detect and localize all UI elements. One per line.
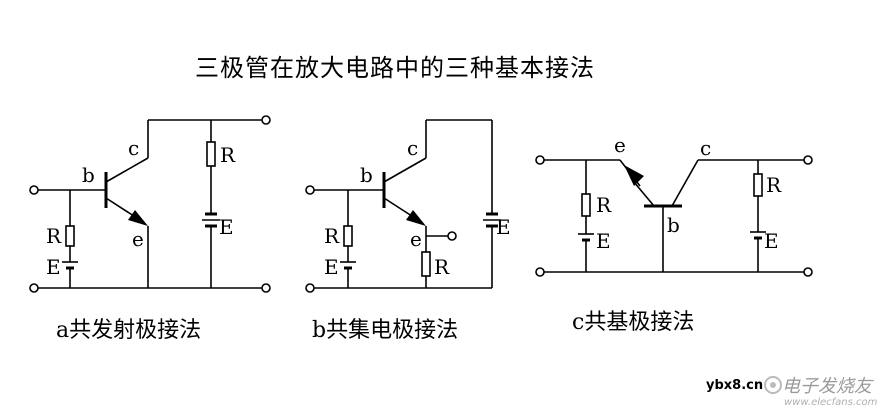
terminal-c-out-bottom (803, 267, 813, 277)
terminal-b-in-bottom (305, 283, 315, 293)
resistor-b-emitter (421, 251, 431, 277)
label-a-emitter: e (132, 227, 144, 251)
resistor-b-left (343, 225, 353, 247)
label-c-base: b (667, 213, 680, 237)
resistor-c-left (581, 193, 591, 217)
resistor-a-right (206, 141, 216, 167)
label-b-r2: R (434, 255, 450, 279)
terminal-c-in-top (535, 155, 545, 165)
resistor-a-left (65, 225, 75, 247)
label-a-r1: R (46, 224, 62, 248)
watermark-site: ybx8.cn (706, 378, 764, 393)
watermark-brand: 电子发烧友 (782, 376, 872, 397)
emitter-arrow-c (624, 165, 644, 186)
terminal-c-in-bottom (535, 267, 545, 277)
label-a-r2: R (220, 143, 236, 167)
terminal-a-out-bottom (261, 283, 271, 293)
label-b-r1: R (324, 224, 340, 248)
circuit-a (29, 115, 271, 293)
label-a-base: b (82, 163, 95, 187)
terminal-b-in-top (305, 185, 315, 195)
label-c-e1: E (596, 229, 611, 253)
label-a-e1: E (46, 255, 61, 279)
terminal-a-in-bottom (29, 283, 39, 293)
resistor-c-right (753, 173, 763, 197)
label-b-e1: E (324, 255, 339, 279)
terminal-b-out (447, 231, 457, 241)
terminal-a-out-top (261, 115, 271, 125)
circuit-b (305, 119, 501, 293)
terminal-c-out-top (803, 155, 813, 165)
label-b-e2: E (496, 215, 511, 239)
caption-common-collector: b共集电极接法 (312, 318, 459, 343)
label-c-r1: R (596, 193, 612, 217)
watermark-url: www.elecfans.com (784, 397, 878, 408)
label-b-emitter: e (410, 227, 422, 251)
label-c-collector: c (700, 136, 711, 160)
label-c-e2: E (764, 229, 779, 253)
watermark-logo-icon (764, 376, 782, 394)
label-b-collector: c (407, 136, 418, 160)
diagram-title: 三极管在放大电路中的三种基本接法 (195, 54, 595, 82)
label-b-base: b (360, 163, 373, 187)
terminal-a-in-top (29, 185, 39, 195)
label-a-collector: c (128, 136, 139, 160)
label-c-emitter: e (614, 133, 626, 157)
circuit-c (535, 155, 813, 277)
label-a-e2: E (219, 215, 234, 239)
caption-common-emitter: a共发射极接法 (56, 318, 202, 343)
emitter-arrow-a (128, 210, 148, 226)
emitter-arrow-b (406, 210, 426, 226)
caption-common-base: c共基极接法 (572, 310, 695, 335)
label-c-r2: R (766, 173, 782, 197)
